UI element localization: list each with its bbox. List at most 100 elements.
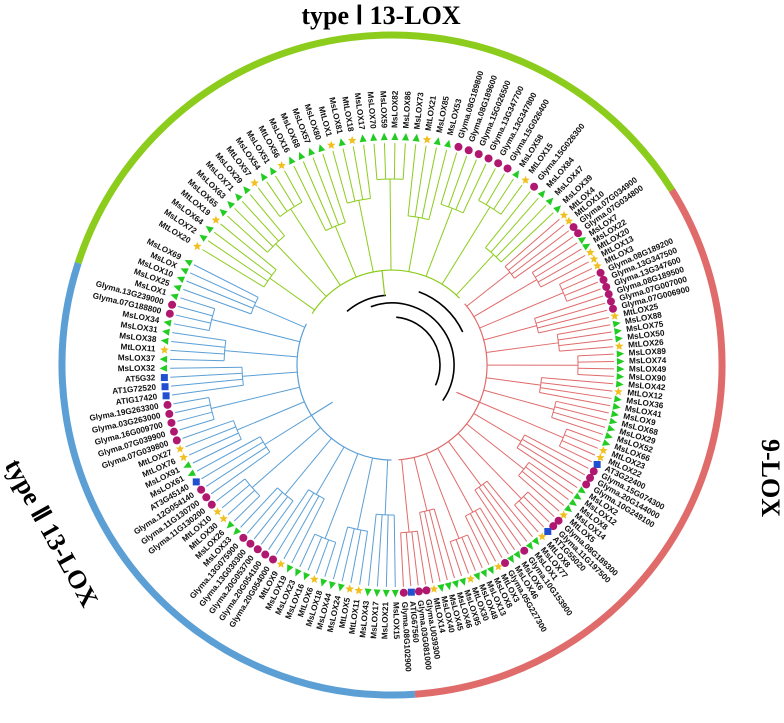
leaf-marker-medicago_sativa (177, 277, 185, 284)
leaf-marker-medicago_sativa (607, 425, 615, 432)
leaf-marker-medicago_truncatula (590, 255, 599, 263)
leaf-marker-glycine_max (246, 540, 254, 548)
leaf-marker-medicago_truncatula (614, 387, 623, 395)
leaf-marker-glycine_max (600, 276, 608, 284)
leaf-marker-medicago_sativa (614, 395, 622, 402)
leaf-marker-glycine_max (197, 486, 205, 494)
leaf-marker-medicago_sativa (164, 320, 172, 327)
clade-stem-nine (399, 304, 488, 460)
root-arc (371, 303, 454, 401)
leaf-marker-medicago_sativa (233, 527, 241, 535)
leaf-marker-medicago_sativa (564, 505, 572, 512)
leaf-label: MsLOX37 (118, 353, 156, 363)
leaf-marker-glycine_max (605, 290, 613, 298)
leaf-marker-medicago_sativa (360, 134, 367, 142)
leaf-marker-medicago_sativa (512, 170, 519, 178)
leaf-marker-medicago_sativa (161, 338, 169, 345)
leaf-marker-medicago_truncatula (596, 453, 605, 461)
leaf-marker-medicago_truncatula (599, 446, 608, 454)
leaf-marker-glycine_max (239, 534, 247, 542)
leaf-marker-medicago_truncatula (176, 445, 185, 453)
leaf-label: MsLOX15 (391, 602, 401, 640)
root-arc (396, 317, 440, 385)
leaf-marker-glycine_max (254, 545, 262, 553)
leaf-marker-glycine_max (607, 297, 615, 305)
leaf-label: MsLOX86 (402, 90, 413, 128)
clade-title-type1: type Ⅰ 13-LOX (301, 1, 461, 30)
leaf-marker-medicago_truncatula (610, 312, 619, 320)
leaf-marker-medicago_sativa (243, 186, 251, 194)
leaf-marker-medicago_sativa (381, 133, 388, 141)
leaf-label: MsLOX17 (369, 601, 380, 639)
leaf-marker-medicago_sativa (162, 329, 170, 336)
leaf-marker-medicago_sativa (578, 237, 586, 244)
leaf-marker-medicago_sativa (402, 133, 409, 141)
leaf-marker-medicago_sativa (160, 365, 168, 372)
leaf-marker-medicago_sativa (445, 582, 452, 590)
leaf-marker-medicago_sativa (287, 564, 294, 572)
leaf-marker-medicago_sativa (573, 493, 581, 500)
leaf-marker-glycine_max (501, 559, 509, 567)
leaf-marker-medicago_sativa (513, 551, 520, 559)
leaf-marker-glycine_max (167, 419, 175, 427)
leaf-marker-glycine_max (602, 283, 610, 291)
leaf-marker-arabidopsis (161, 374, 168, 381)
leaf-marker-medicago_sativa (615, 336, 623, 343)
leaf-marker-medicago_truncatula (310, 575, 319, 583)
leaf-marker-medicago_sativa (392, 590, 399, 598)
leaf-marker-medicago_sativa (617, 351, 625, 358)
leaf-labels: MtLOX20MsLOX72MsLOX64MtLOX19MsLOX65MsLOX… (89, 69, 691, 672)
leaf-marker-glycine_max (574, 229, 582, 237)
leaf-marker-arabidopsis (163, 392, 170, 399)
leaf-marker-medicago_truncatula (593, 261, 602, 269)
leaf-label: MsLOX70 (366, 91, 378, 129)
leaf-marker-arabidopsis (408, 589, 415, 596)
leaf-marker-glycine_max (494, 159, 502, 167)
clade-title-nine: 9-LOX (756, 439, 784, 517)
leaf-label: AT5G32 (125, 373, 156, 384)
leaf-marker-medicago_sativa (613, 403, 621, 410)
leaf-marker-medicago_truncatula (277, 560, 286, 568)
leaf-marker-medicago_sativa (173, 285, 181, 292)
leaf-marker-medicago_sativa (444, 140, 451, 148)
leaf-marker-medicago_sativa (602, 439, 610, 446)
leaf-marker-glycine_max (400, 589, 408, 597)
leaf-marker-medicago_sativa (270, 167, 277, 175)
leaf-marker-medicago_sativa (289, 157, 295, 165)
leaf-marker-medicago_truncatula (560, 211, 569, 219)
tree-branches (170, 143, 614, 587)
leaf-marker-medicago_sativa (295, 568, 301, 576)
leaf-marker-glycine_max (475, 150, 483, 158)
leaf-marker-medicago_sativa (188, 469, 196, 476)
leaf-marker-medicago_sativa (199, 235, 207, 242)
leaf-marker-medicago_sativa (532, 537, 540, 545)
leaf-marker-medicago_sativa (553, 205, 561, 213)
leaf-marker-glycine_max (504, 164, 512, 172)
leaf-marker-glycine_max (166, 310, 174, 318)
leaf-marker-medicago_truncatula (521, 176, 530, 184)
leaf-label: MsLOX32 (118, 364, 156, 374)
leaf-marker-medicago_sativa (437, 584, 444, 592)
clade-title-type2: type Ⅱ 13-LOX (0, 454, 104, 612)
leaf-marker-glycine_max (609, 305, 617, 313)
leaf-marker-medicago_truncatula (277, 161, 286, 169)
leaf-marker-medicago_sativa (391, 133, 398, 141)
leaf-marker-glycine_max (530, 183, 538, 191)
leaf-marker-medicago_sativa (459, 578, 466, 586)
leaf-marker-arabidopsis (193, 478, 200, 485)
leaf-marker-medicago_sativa (383, 590, 390, 598)
leaf-marker-medicago_sativa (452, 580, 459, 588)
leaf-marker-medicago_sativa (183, 461, 191, 468)
leaf-marker-glycine_max (422, 586, 430, 594)
leaf-label: MtLOX11 (120, 342, 156, 353)
leaf-marker-medicago_sativa (321, 578, 328, 586)
leaf-marker-medicago_truncatula (327, 141, 336, 149)
leaf-marker-glycine_max (173, 436, 181, 444)
leaf-marker-medicago_sativa (319, 144, 326, 152)
leaf-marker-medicago_truncatula (212, 216, 221, 224)
leaf-marker-medicago_truncatula (355, 586, 364, 594)
leaf-marker-medicago_sativa (614, 328, 622, 335)
leaf-marker-glycine_max (520, 547, 528, 555)
leaf-marker-medicago_sativa (473, 572, 480, 580)
leaf-marker-medicago_sativa (339, 138, 346, 146)
